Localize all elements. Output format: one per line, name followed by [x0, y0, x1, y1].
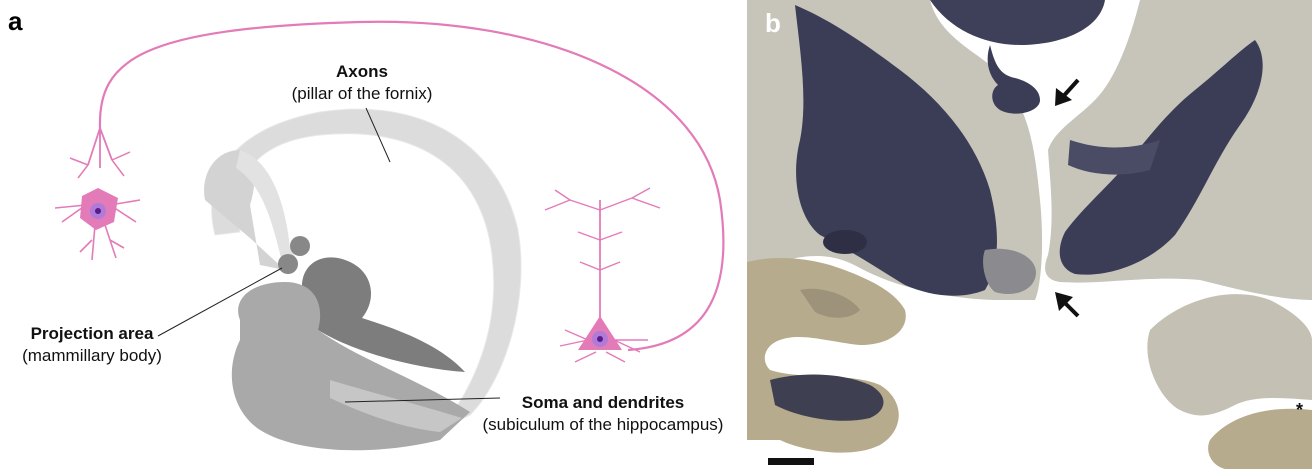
panel-a: a: [8, 6, 723, 450]
axons-label: Axons: [336, 62, 388, 81]
stellate-neuron: [55, 128, 140, 260]
soma-sublabel: (subiculum of the hippocampus): [483, 415, 724, 434]
asterisk-marker: *: [1296, 400, 1303, 420]
projection-label: Projection area: [31, 324, 154, 343]
soma-label: Soma and dendrites: [522, 393, 684, 412]
scale-bar: [768, 458, 814, 465]
mammillary-body-lower: [278, 254, 298, 274]
panel-b: b *: [747, 0, 1312, 469]
tissue-left-dark-knob: [823, 230, 867, 254]
panel-a-letter: a: [8, 6, 23, 36]
projection-sublabel: (mammillary body): [22, 346, 162, 365]
pyramidal-neuron: [545, 188, 660, 362]
mammillary-body-upper: [290, 236, 310, 256]
panel-b-letter: b: [765, 8, 781, 38]
projecting-axon: [100, 22, 723, 350]
axons-sublabel: (pillar of the fornix): [292, 84, 433, 103]
